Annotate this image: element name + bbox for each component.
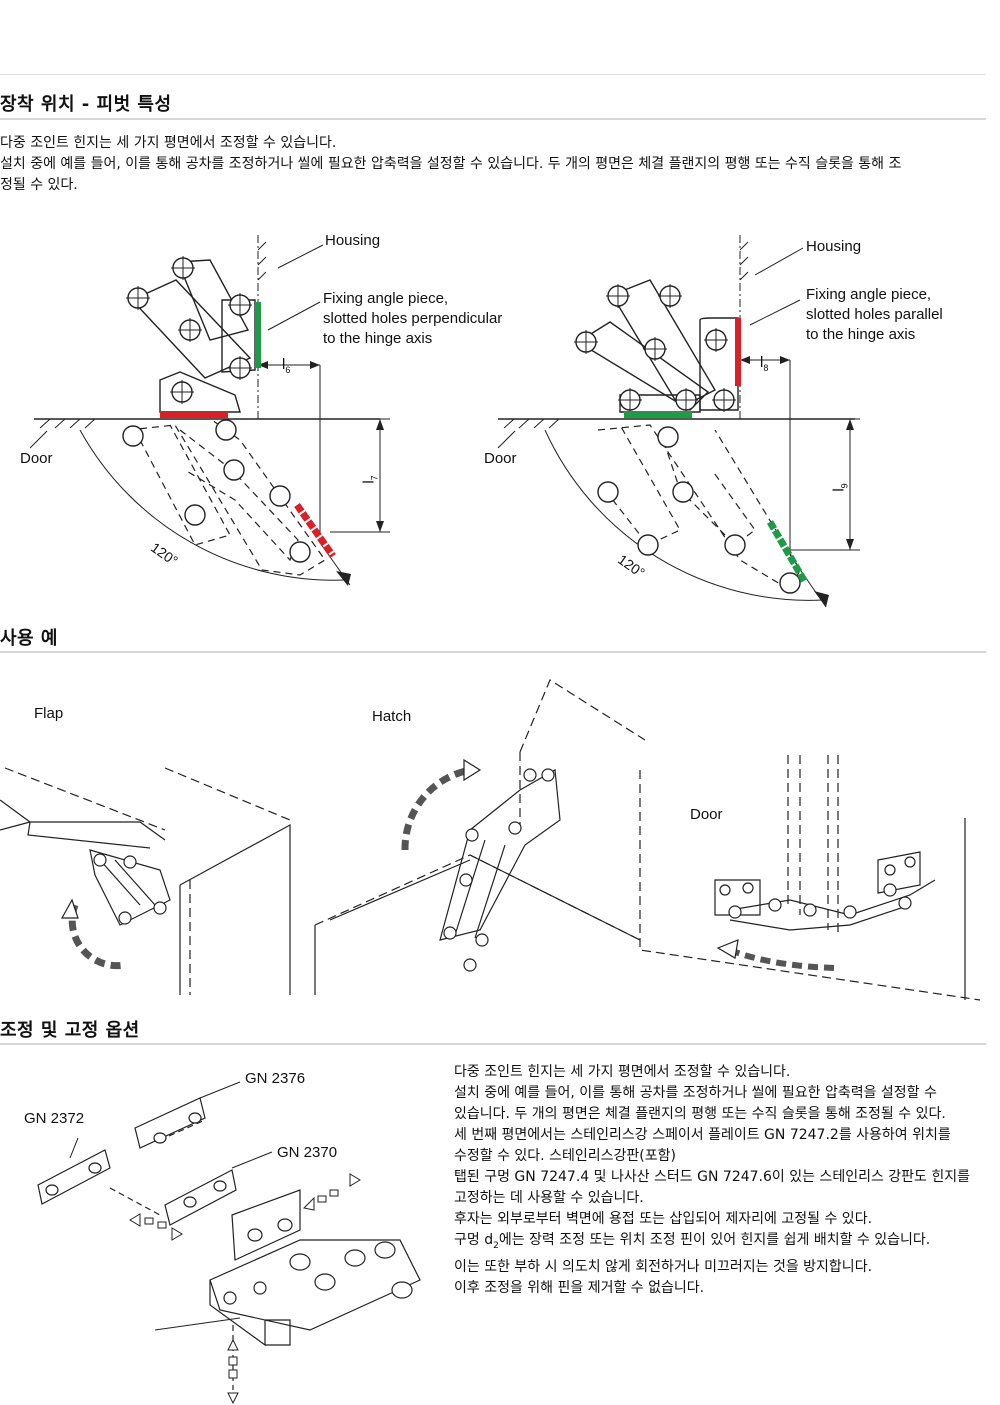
adjust-text: 구멍 d (454, 1232, 494, 1248)
hinge-link (130, 279, 252, 379)
pivot-line: 정될 수 있다. (0, 177, 78, 193)
slot-green-right-open (766, 520, 809, 584)
slot-green-right (624, 411, 692, 418)
housing-hatch (257, 241, 267, 281)
label-gn2376: GN 2376 (245, 1070, 306, 1087)
section-title-pivot: 장착 위치 - 피벗 특성 (0, 94, 172, 115)
door-hatch (39, 418, 96, 429)
fixing-line: to the hinge axis (323, 330, 433, 347)
fixing-block (159, 371, 241, 413)
section-rule (0, 118, 986, 120)
label-door-right: Door (484, 450, 517, 467)
adjust-line: 있습니다. 두 개의 평면은 체결 플랜지의 평행 또는 수직 슬롯을 통해 조… (454, 1106, 946, 1122)
section-title-usage: 사용 예 (0, 628, 58, 649)
dim-letter: l (760, 354, 764, 371)
pivot-line: 설치 중에 예를 들어, 이를 통해 공차를 조정하거나 씰에 필요한 압축력을… (0, 156, 902, 172)
pivot-line: 다중 조인트 힌지는 세 가지 평면에서 조정할 수 있습니다. (0, 135, 337, 151)
section-title-adjust: 조정 및 고정 옵션 (0, 1020, 140, 1041)
section-rule (0, 651, 986, 653)
fixing-line: Fixing angle piece, (806, 286, 932, 303)
fixing-line: slotted holes parallel (806, 306, 943, 323)
dim-subscript: 6 (285, 365, 291, 375)
label-housing-right: Housing (806, 238, 862, 255)
label-hatch: Hatch (372, 708, 412, 725)
adjust-line: 이는 또한 부하 시 의도치 않게 회전하거나 미끄러지는 것을 방지합니다. (454, 1258, 873, 1275)
label-fixing-left: Fixing angle piece, slotted holes perpen… (323, 289, 502, 349)
adjust-line-d2: 구멍 d2에는 장력 조정 또는 위치 조정 핀이 있어 힌지를 쉽게 배치할 … (454, 1230, 970, 1257)
fixing-line: to the hinge axis (806, 326, 916, 343)
hinge-link (176, 259, 250, 341)
dim-l8: l8 (760, 354, 768, 373)
usage-illustrations (0, 679, 981, 1001)
label-flap: Flap (34, 705, 64, 722)
slot-red-left-open (294, 502, 336, 559)
swing-arc (79, 429, 346, 581)
adjust-line: 탭된 구멍 GN 7247.4 및 나사산 스터드 GN 7247.6이 있는 … (454, 1169, 971, 1185)
adjust-line: 고정하는 데 사용할 수 있습니다. (454, 1190, 644, 1206)
slot-red-right (735, 318, 741, 386)
section-rule (0, 1043, 986, 1045)
fixing-line: slotted holes perpendicular (323, 310, 503, 327)
adjust-line: 세 번째 평면에서는 스테인리스강 스페이서 플레이트 GN 7247.2를 사… (454, 1127, 951, 1143)
adjust-description: 다중 조인트 힌지는 세 가지 평면에서 조정할 수 있습니다. 설치 중에 예… (454, 1062, 970, 1299)
adjust-arrows (129, 1173, 361, 1405)
adjust-line: 설치 중에 예를 들어, 이를 통해 공차를 조정하거나 씰에 필요한 압축력을… (454, 1085, 937, 1101)
fixing-line: Fixing angle piece, (323, 290, 449, 307)
dim-letter: l (282, 356, 286, 373)
label-door-usage: Door (690, 806, 723, 823)
adjust-line: 수정할 수 있다. 스테인리스강판(포함) (454, 1148, 676, 1164)
adjust-line: 다중 조인트 힌지는 세 가지 평면에서 조정할 수 있습니다. (454, 1064, 791, 1080)
pivot-description: 다중 조인트 힌지는 세 가지 평면에서 조정할 수 있습니다. 설치 중에 예… (0, 133, 901, 196)
slot-red-left (160, 411, 228, 418)
pivot-diagrams (29, 235, 860, 608)
label-fixing-right: Fixing angle piece, slotted holes parall… (806, 285, 943, 345)
adjust-line: 후자는 외부로부터 벽면에 용접 또는 삽입되어 제자리에 고정될 수 있다. (454, 1211, 873, 1227)
label-gn2372: GN 2372 (24, 1110, 85, 1127)
dim-l6: l6 (282, 356, 290, 375)
adjust-text: 에는 장력 조정 또는 위치 조정 핀이 있어 힌지를 쉽게 배치할 수 있습니… (498, 1232, 931, 1248)
label-door-left: Door (20, 450, 53, 467)
label-housing-left: Housing (325, 232, 381, 249)
adjust-line: 이후 조정을 위해 핀을 제거할 수 없습니다. (454, 1279, 705, 1296)
top-divider (0, 74, 986, 75)
dim-subscript: 8 (763, 363, 769, 373)
slot-green-left (255, 302, 261, 368)
adjust-subscript: 2 (493, 1240, 499, 1251)
label-gn2370: GN 2370 (277, 1144, 338, 1161)
